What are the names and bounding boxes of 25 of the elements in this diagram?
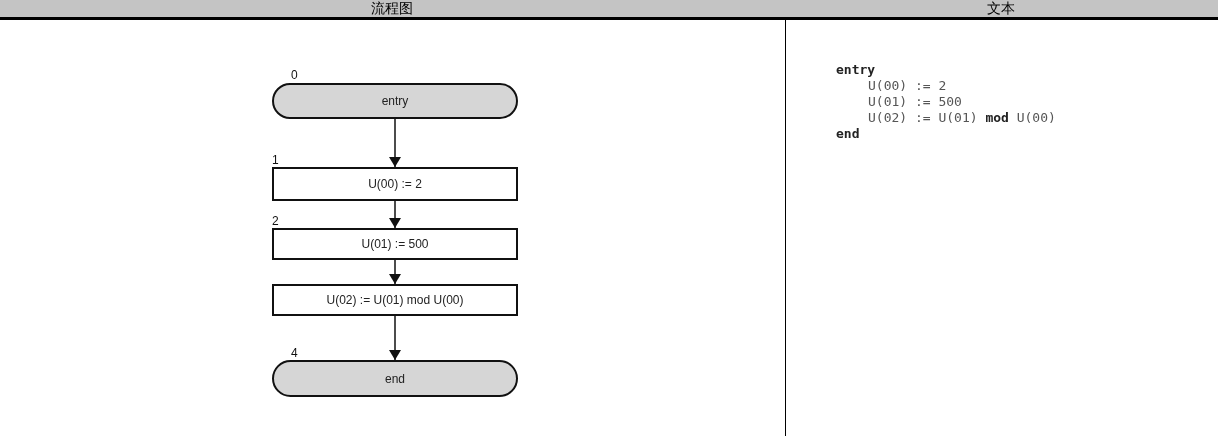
step-number: 2 (272, 215, 279, 227)
arrow (389, 315, 401, 361)
step-number: 0 (291, 69, 298, 81)
arrow (389, 259, 401, 285)
terminal-shape (272, 83, 518, 119)
code-line: end (836, 126, 860, 141)
node-text: U(00) := 2 (368, 177, 422, 191)
code-line: U(00) := 2 (868, 78, 947, 93)
step-number: 1 (272, 154, 279, 166)
terminal-shape (272, 360, 518, 397)
node-text: U(01) := 500 (361, 237, 429, 251)
process-box (272, 228, 518, 260)
code-line: entry (836, 62, 876, 77)
column-header: 流程图 (371, 1, 413, 16)
code-line: U(02) := U(01) mod U(00) (868, 110, 1056, 125)
node-text: entry (381, 94, 409, 108)
code-line: U(01) := 500 (868, 94, 962, 109)
node-text: end (385, 371, 405, 386)
column-header: 文本 (987, 1, 1015, 16)
process-box (272, 284, 518, 316)
process-box (272, 167, 518, 201)
node-text: U(02) := U(01) mod U(00) (326, 293, 464, 307)
step-number: 4 (291, 347, 298, 359)
arrow (389, 200, 401, 229)
arrow (389, 118, 401, 168)
